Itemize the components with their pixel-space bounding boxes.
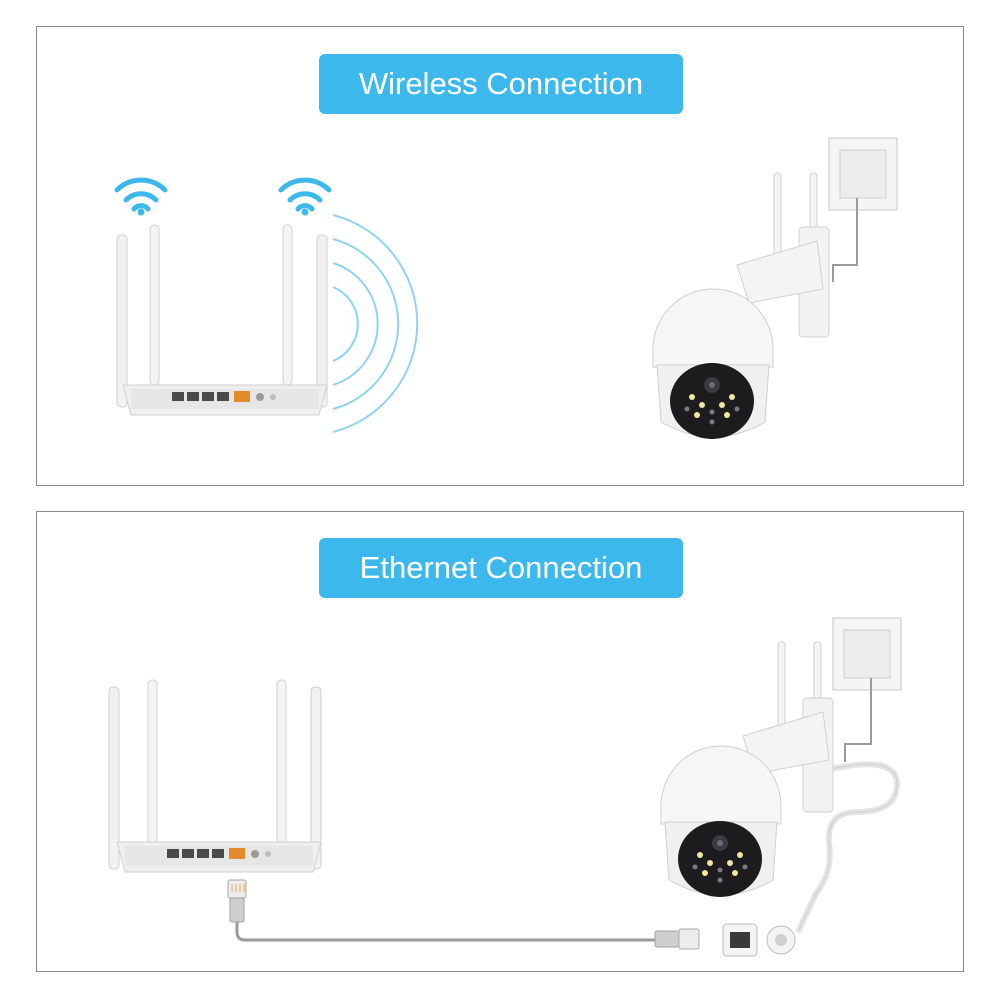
rj45-plug-icon bbox=[228, 880, 246, 922]
ethernet-cable bbox=[237, 922, 655, 940]
wifi-signal-waves bbox=[333, 215, 417, 432]
power-adapter-icon bbox=[833, 618, 901, 762]
ip-camera-icon bbox=[661, 642, 833, 897]
wifi-icon bbox=[281, 180, 329, 215]
ip-camera-icon bbox=[653, 173, 829, 439]
router-icon bbox=[117, 225, 327, 415]
wireless-connection-panel: Wireless Connection bbox=[36, 26, 964, 486]
router-icon bbox=[109, 680, 321, 872]
power-adapter-icon bbox=[829, 138, 897, 282]
ethernet-connection-panel: Ethernet Connection bbox=[36, 511, 964, 972]
ethernet-socket-icon bbox=[723, 924, 795, 956]
ethernet-illustration bbox=[37, 512, 963, 971]
wireless-illustration bbox=[37, 27, 963, 485]
wifi-icon bbox=[117, 180, 165, 215]
rj45-plug-icon bbox=[655, 929, 699, 949]
